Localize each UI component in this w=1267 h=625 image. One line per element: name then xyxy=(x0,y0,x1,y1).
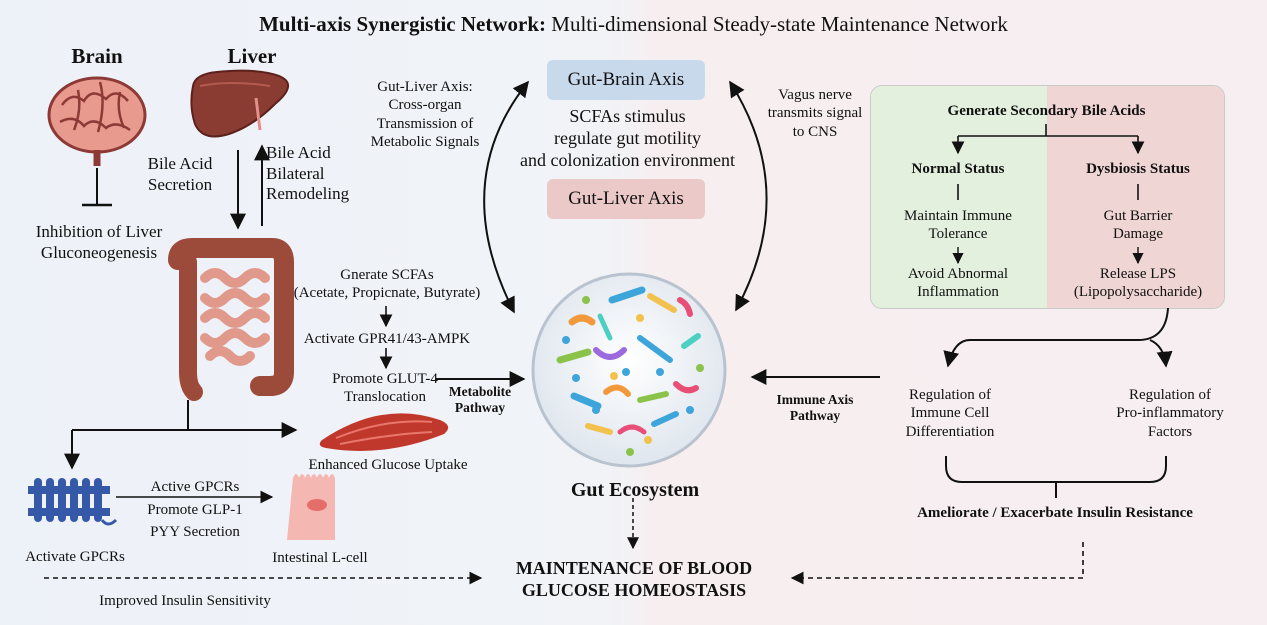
line: Maintain Immune xyxy=(904,208,1012,224)
activate-gpr: Activate GPR41/43-AMPK xyxy=(303,331,471,347)
brain-icon xyxy=(47,76,147,166)
line: regulate gut motility xyxy=(554,127,701,148)
gut-liver-axis-note: Gut-Liver Axis: Cross-organ Transmission… xyxy=(360,78,490,151)
line: GLUCOSE HOMEOSTASIS xyxy=(521,579,747,600)
activate-gpcrs-label: Activate GPCRs xyxy=(25,549,125,565)
line: Factors xyxy=(1147,423,1193,440)
line: Release LPS xyxy=(1099,266,1177,282)
line: and colonization environment xyxy=(520,149,735,170)
line: PYY Secretion xyxy=(150,524,240,540)
brain-label: Brain xyxy=(71,44,123,68)
title-bold: Multi-axis Synergistic Network: xyxy=(259,12,547,36)
line: Bile Acid xyxy=(147,154,213,173)
line: Differentiation xyxy=(905,423,995,440)
bile-acids-panel xyxy=(870,85,1225,309)
maintenance-blood-glucose: MAINTENANCE OF BLOOD GLUCOSE HOMEOSTASIS xyxy=(484,558,784,602)
gpcr-steps: Active GPCRs Promote GLP-1 PYY Secretion xyxy=(120,476,270,544)
line: Inflammation xyxy=(917,284,999,301)
line: transmits signal xyxy=(767,105,863,122)
inhibition-gluconeogenesis: Inhibition of Liver Gluconeogenesis xyxy=(14,222,184,263)
gut-ecosystem-dish xyxy=(531,272,727,468)
promote-glut4: Promote GLUT-4 Translocation xyxy=(300,370,470,407)
l-cell-icon xyxy=(287,474,335,540)
improved-insulin-sensitivity: Improved Insulin Sensitivity xyxy=(99,593,271,609)
line: Promote GLP-1 xyxy=(147,501,243,518)
line: Gluconeogenesis xyxy=(40,242,158,262)
dysbiosis-status-bg xyxy=(1047,86,1224,308)
line: (Acetate, Propicnate, Butyrate) xyxy=(293,285,481,302)
liver-label: Liver xyxy=(227,44,277,68)
gut-liver-axis-label: Gut-Liver Axis xyxy=(568,188,684,209)
line: Pathway xyxy=(454,400,506,416)
line: Bilateral xyxy=(266,163,325,183)
line: Secretion xyxy=(147,174,213,194)
bile-acid-remodeling: Bile Acid Bilateral Remodeling xyxy=(266,143,386,205)
inhibition-connector xyxy=(82,168,112,207)
ameliorate-insulin-resistance: Ameliorate / Exacerbate Insulin Resistan… xyxy=(917,505,1193,521)
gut-ecosystem-label: Gut Ecosystem xyxy=(570,479,700,501)
line: Vagus nerve xyxy=(778,87,852,103)
dysbiosis-step-2: Release LPS (Lipopolysaccharide) xyxy=(1058,265,1218,302)
line: Metabolite xyxy=(448,384,512,399)
normal-step-2: Avoid Abnormal Inflammation xyxy=(878,265,1038,302)
line: MAINTENANCE OF BLOOD xyxy=(515,558,753,578)
enhanced-glucose-uptake: Enhanced Glucose Uptake xyxy=(308,457,468,473)
line: Cross-organ xyxy=(388,97,462,114)
line: Immune Cell xyxy=(910,405,990,422)
gut-brain-axis-box xyxy=(547,60,705,100)
normal-step-1: Maintain Immune Tolerance xyxy=(878,207,1038,244)
gut-liver-axis-box xyxy=(547,179,705,219)
gut-brain-axis-label: Gut-Brain Axis xyxy=(567,69,685,90)
dysbiosis-step-1: Gut Barrier Damage xyxy=(1058,207,1218,244)
line: Gnerate SCFAs xyxy=(340,267,434,283)
line: Inhibition of Liver xyxy=(35,222,163,241)
page-title: Multi-axis Synergistic Network: Multi-di… xyxy=(0,12,1267,38)
line: to CNS xyxy=(792,123,838,140)
bile-acid-secretion: Bile Acid Secretion xyxy=(130,154,230,195)
scfa-note: SCFAs stimulus regulate gut motility and… xyxy=(500,106,755,172)
liver-icon xyxy=(190,69,289,138)
intestinal-l-cell-label: Intestinal L-cell xyxy=(272,550,368,566)
title-rest: Multi-dimensional Steady-state Maintenan… xyxy=(546,12,1008,36)
line: Metabolic Signals xyxy=(370,133,480,150)
muscle-icon xyxy=(319,413,449,451)
line: Avoid Abnormal xyxy=(907,266,1009,282)
immune-axis-pathway: Immune Axis Pathway xyxy=(760,392,870,425)
line: Active GPCRs xyxy=(150,479,240,495)
regulation-immune-cell: Regulation of Immune Cell Differentiatio… xyxy=(885,386,1015,441)
line: Immune Axis xyxy=(776,392,854,407)
normal-status-bg xyxy=(871,86,1047,308)
normal-status-label: Normal Status xyxy=(911,161,1005,177)
regulation-pro-inflammatory: Regulation of Pro-inflammatory Factors xyxy=(1100,386,1240,441)
line: Pro-inflammatory xyxy=(1116,405,1224,422)
dysbiosis-status-label: Dysbiosis Status xyxy=(1086,161,1190,177)
line: SCFAs stimulus xyxy=(569,106,686,126)
metabolite-pathway: Metabolite Pathway xyxy=(440,384,520,417)
line: Regulation of xyxy=(1128,387,1212,403)
intestine-icon xyxy=(168,238,294,401)
bile-box-title: Generate Secondary Bile Acids xyxy=(947,103,1146,119)
line: Remodeling xyxy=(266,184,350,204)
gpcr-icon xyxy=(28,478,118,526)
line: Bile Acid xyxy=(266,143,331,162)
line: Damage xyxy=(1113,226,1163,243)
line: Translocation xyxy=(344,389,426,406)
line: (Lipopolysaccharide) xyxy=(1073,284,1203,301)
line: Transmission of xyxy=(376,115,474,132)
line: Gut-Liver Axis: xyxy=(377,79,473,95)
line: Regulation of xyxy=(908,387,992,403)
line: Pathway xyxy=(789,408,841,424)
vagus-nerve-note: Vagus nerve transmits signal to CNS xyxy=(760,86,870,141)
line: Tolerance xyxy=(928,226,988,243)
line: Promote GLUT-4 xyxy=(332,371,438,387)
generate-scfas: Gnerate SCFAs (Acetate, Propicnate, Buty… xyxy=(280,266,494,303)
line: Gut Barrier xyxy=(1103,208,1173,224)
